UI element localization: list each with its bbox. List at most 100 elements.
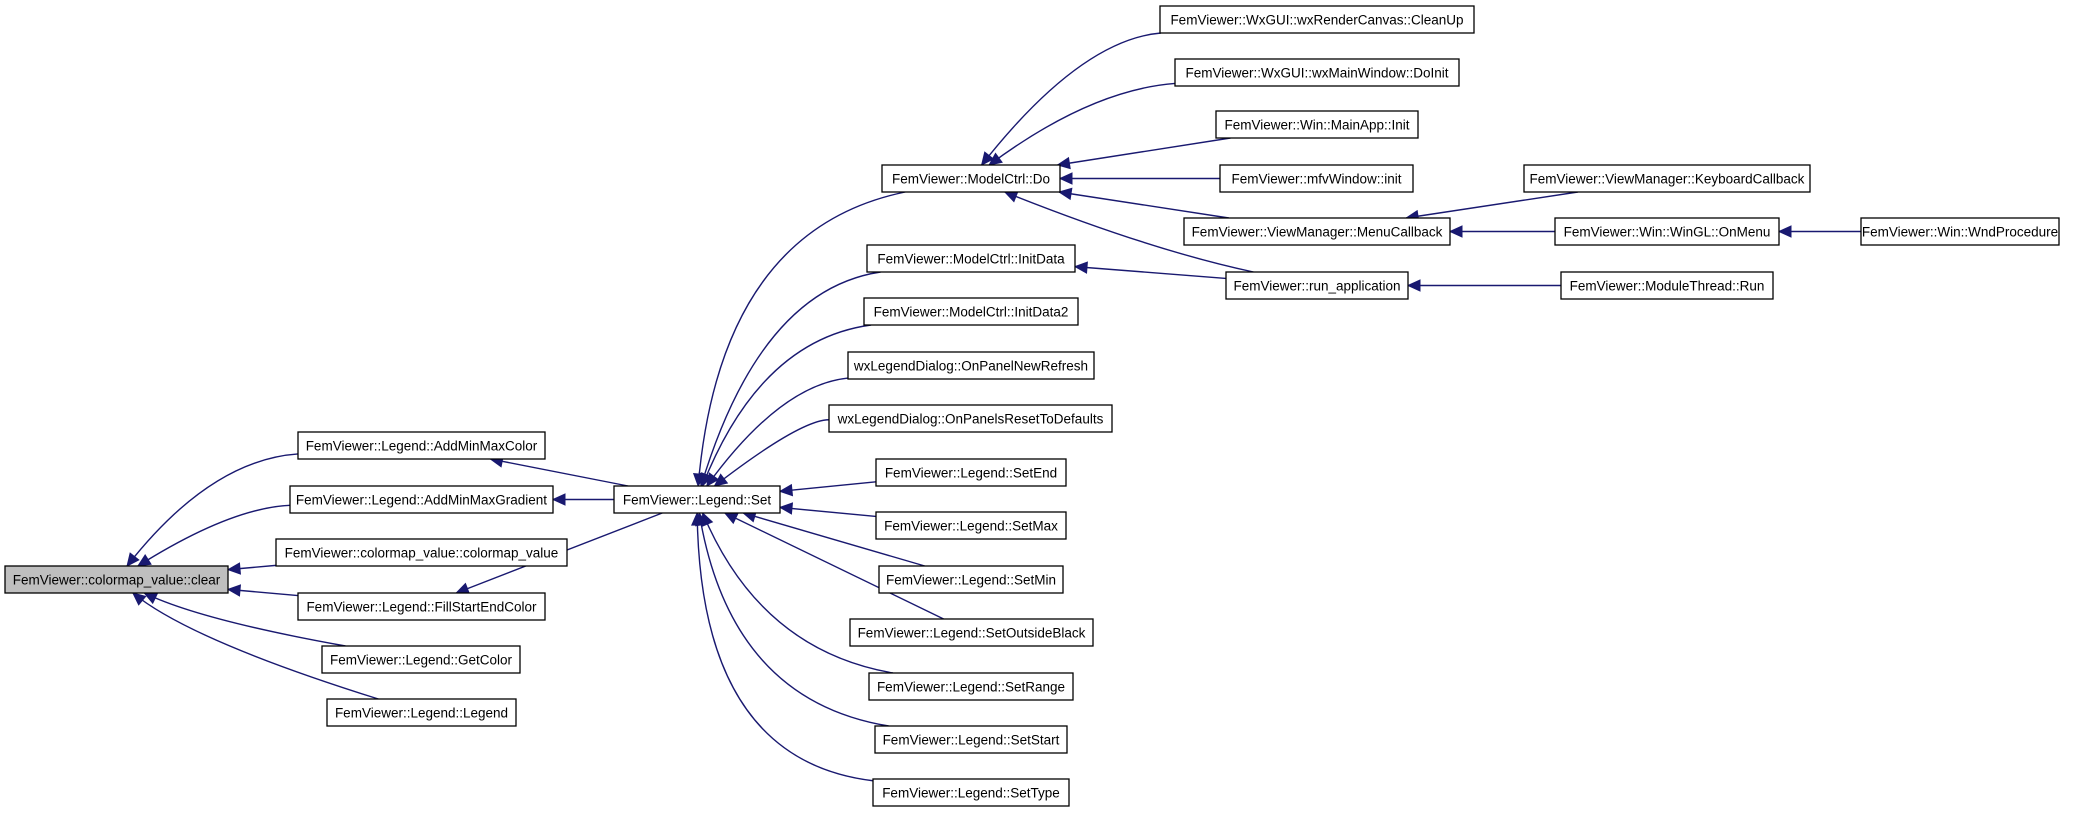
node-box[interactable] bbox=[878, 565, 1064, 594]
node-box[interactable] bbox=[297, 431, 546, 460]
node-box[interactable] bbox=[613, 485, 781, 514]
node-onpanelsreset[interactable]: wxLegendDialog::OnPanelsResetToDefaults bbox=[828, 404, 1113, 433]
node-cleanup[interactable]: FemViewer::WxGUI::wxRenderCanvas::CleanU… bbox=[1159, 5, 1475, 34]
edge-line bbox=[1059, 191, 1229, 219]
node-label[interactable]: FemViewer::Legend::SetStart bbox=[883, 733, 1060, 748]
node-initdata[interactable]: FemViewer::ModelCtrl::InitData bbox=[866, 244, 1076, 273]
node-label[interactable]: wxLegendDialog::OnPanelsResetToDefaults bbox=[837, 412, 1104, 427]
node-setmin[interactable]: FemViewer::Legend::SetMin bbox=[878, 565, 1064, 594]
node-box[interactable] bbox=[326, 698, 517, 727]
node-onmenu[interactable]: FemViewer::Win::WinGL::OnMenu bbox=[1554, 217, 1780, 246]
node-label[interactable]: FemViewer::Legend::AddMinMaxGradient bbox=[296, 493, 547, 508]
node-addminmaxcolor[interactable]: FemViewer::Legend::AddMinMaxColor bbox=[297, 431, 546, 460]
node-label[interactable]: FemViewer::Legend::Set bbox=[623, 493, 772, 508]
node-colormap_value[interactable]: FemViewer::colormap_value::colormap_valu… bbox=[275, 538, 568, 567]
node-legend[interactable]: FemViewer::Legend::Legend bbox=[326, 698, 517, 727]
node-box[interactable] bbox=[868, 672, 1074, 701]
node-addminmaxgradient[interactable]: FemViewer::Legend::AddMinMaxGradient bbox=[289, 485, 554, 514]
node-box[interactable] bbox=[275, 538, 568, 567]
node-label[interactable]: FemViewer::colormap_value::colormap_valu… bbox=[285, 546, 559, 561]
node-label[interactable]: FemViewer::Legend::SetRange bbox=[877, 680, 1065, 695]
node-setend[interactable]: FemViewer::Legend::SetEnd bbox=[875, 458, 1067, 487]
node-setmax[interactable]: FemViewer::Legend::SetMax bbox=[875, 511, 1067, 540]
node-getcolor[interactable]: FemViewer::Legend::GetColor bbox=[321, 645, 521, 674]
node-box[interactable] bbox=[874, 725, 1068, 754]
node-label[interactable]: FemViewer::WxGUI::wxMainWindow::DoInit bbox=[1185, 66, 1448, 81]
node-run_application[interactable]: FemViewer::run_application bbox=[1225, 271, 1409, 300]
node-box[interactable] bbox=[1560, 271, 1774, 300]
node-label[interactable]: FemViewer::ViewManager::KeyboardCallback bbox=[1530, 172, 1805, 187]
node-label[interactable]: FemViewer::ModelCtrl::InitData2 bbox=[874, 305, 1069, 320]
node-box[interactable] bbox=[1215, 110, 1419, 139]
node-modelctrl_do[interactable]: FemViewer::ModelCtrl::Do bbox=[881, 164, 1061, 193]
node-label[interactable]: FemViewer::Legend::AddMinMaxColor bbox=[306, 439, 538, 454]
node-onpanelnewrefresh[interactable]: wxLegendDialog::OnPanelNewRefresh bbox=[847, 351, 1095, 380]
node-label[interactable]: FemViewer::colormap_value::clear bbox=[13, 573, 221, 588]
node-box[interactable] bbox=[875, 458, 1067, 487]
node-menucallback[interactable]: FemViewer::ViewManager::MenuCallback bbox=[1183, 217, 1451, 246]
node-box[interactable] bbox=[875, 511, 1067, 540]
node-fillstartendcolor[interactable]: FemViewer::Legend::FillStartEndColor bbox=[297, 592, 546, 621]
node-box[interactable] bbox=[1860, 217, 2060, 246]
node-label[interactable]: FemViewer::Legend::SetEnd bbox=[885, 466, 1057, 481]
node-label[interactable]: FemViewer::Win::WinGL::OnMenu bbox=[1564, 225, 1771, 240]
node-label[interactable]: FemViewer::ModelCtrl::InitData bbox=[877, 252, 1065, 267]
node-keyboardcallback[interactable]: FemViewer::ViewManager::KeyboardCallback bbox=[1523, 164, 1811, 193]
node-settype[interactable]: FemViewer::Legend::SetType bbox=[872, 778, 1070, 807]
node-initdata2[interactable]: FemViewer::ModelCtrl::InitData2 bbox=[863, 297, 1079, 326]
node-box[interactable] bbox=[828, 404, 1113, 433]
node-box[interactable] bbox=[297, 592, 546, 621]
node-label[interactable]: FemViewer::Legend::SetOutsideBlack bbox=[858, 626, 1086, 641]
node-label[interactable]: FemViewer::run_application bbox=[1233, 279, 1400, 294]
node-wndprocedure[interactable]: FemViewer::Win::WndProcedure bbox=[1860, 217, 2060, 246]
node-box[interactable] bbox=[872, 778, 1070, 807]
node-box[interactable] bbox=[881, 164, 1061, 193]
node-label[interactable]: FemViewer::Win::MainApp::Init bbox=[1224, 118, 1409, 133]
node-clear[interactable]: FemViewer::colormap_value::clear bbox=[4, 565, 229, 594]
node-label[interactable]: FemViewer::Win::WndProcedure bbox=[1862, 225, 2058, 240]
node-setrange[interactable]: FemViewer::Legend::SetRange bbox=[868, 672, 1074, 701]
node-box[interactable] bbox=[847, 351, 1095, 380]
call-edge-doinit-to-modelctrl_do bbox=[988, 82, 1176, 166]
node-box[interactable] bbox=[1554, 217, 1780, 246]
node-label[interactable]: FemViewer::mfvWindow::init bbox=[1231, 172, 1401, 187]
node-label[interactable]: FemViewer::Legend::GetColor bbox=[330, 653, 513, 668]
node-label[interactable]: wxLegendDialog::OnPanelNewRefresh bbox=[853, 359, 1088, 374]
edge-line bbox=[132, 592, 379, 700]
node-box[interactable] bbox=[863, 297, 1079, 326]
node-setoutsideblack[interactable]: FemViewer::Legend::SetOutsideBlack bbox=[849, 618, 1094, 647]
node-mainapp_init[interactable]: FemViewer::Win::MainApp::Init bbox=[1215, 110, 1419, 139]
node-mfvwindow_init[interactable]: FemViewer::mfvWindow::init bbox=[1219, 164, 1414, 193]
edge-arrowhead bbox=[551, 493, 566, 506]
node-box[interactable] bbox=[1174, 58, 1460, 87]
node-label[interactable]: FemViewer::ViewManager::MenuCallback bbox=[1192, 225, 1443, 240]
call-edge-menucallback-to-modelctrl_do bbox=[1057, 187, 1229, 219]
node-box[interactable] bbox=[1183, 217, 1451, 246]
call-edge-run_application-to-initdata bbox=[1073, 261, 1227, 280]
node-doinit[interactable]: FemViewer::WxGUI::wxMainWindow::DoInit bbox=[1174, 58, 1460, 87]
node-box[interactable] bbox=[849, 618, 1094, 647]
edge-line bbox=[698, 512, 889, 727]
node-label[interactable]: FemViewer::Legend::SetType bbox=[882, 786, 1060, 801]
node-label[interactable]: FemViewer::Legend::Legend bbox=[335, 706, 508, 721]
node-label[interactable]: FemViewer::Legend::SetMax bbox=[884, 519, 1058, 534]
node-setstart[interactable]: FemViewer::Legend::SetStart bbox=[874, 725, 1068, 754]
node-label[interactable]: FemViewer::ModuleThread::Run bbox=[1570, 279, 1765, 294]
node-box[interactable] bbox=[1219, 164, 1414, 193]
node-box[interactable] bbox=[866, 244, 1076, 273]
node-box[interactable] bbox=[289, 485, 554, 514]
node-label[interactable]: FemViewer::Legend::FillStartEndColor bbox=[306, 600, 537, 615]
node-label[interactable]: FemViewer::Legend::SetMin bbox=[886, 573, 1056, 588]
call-edge-settype-to-set bbox=[691, 511, 874, 782]
edge-arrowhead bbox=[226, 562, 242, 575]
node-box[interactable] bbox=[1225, 271, 1409, 300]
node-box[interactable] bbox=[321, 645, 521, 674]
node-label[interactable]: FemViewer::ModelCtrl::Do bbox=[892, 172, 1050, 187]
node-box[interactable] bbox=[4, 565, 229, 594]
node-label[interactable]: FemViewer::WxGUI::wxRenderCanvas::CleanU… bbox=[1170, 13, 1463, 28]
node-box[interactable] bbox=[1159, 5, 1475, 34]
node-set[interactable]: FemViewer::Legend::Set bbox=[613, 485, 781, 514]
node-box[interactable] bbox=[1523, 164, 1811, 193]
node-modulethread_run[interactable]: FemViewer::ModuleThread::Run bbox=[1560, 271, 1774, 300]
edge-line bbox=[697, 191, 906, 487]
